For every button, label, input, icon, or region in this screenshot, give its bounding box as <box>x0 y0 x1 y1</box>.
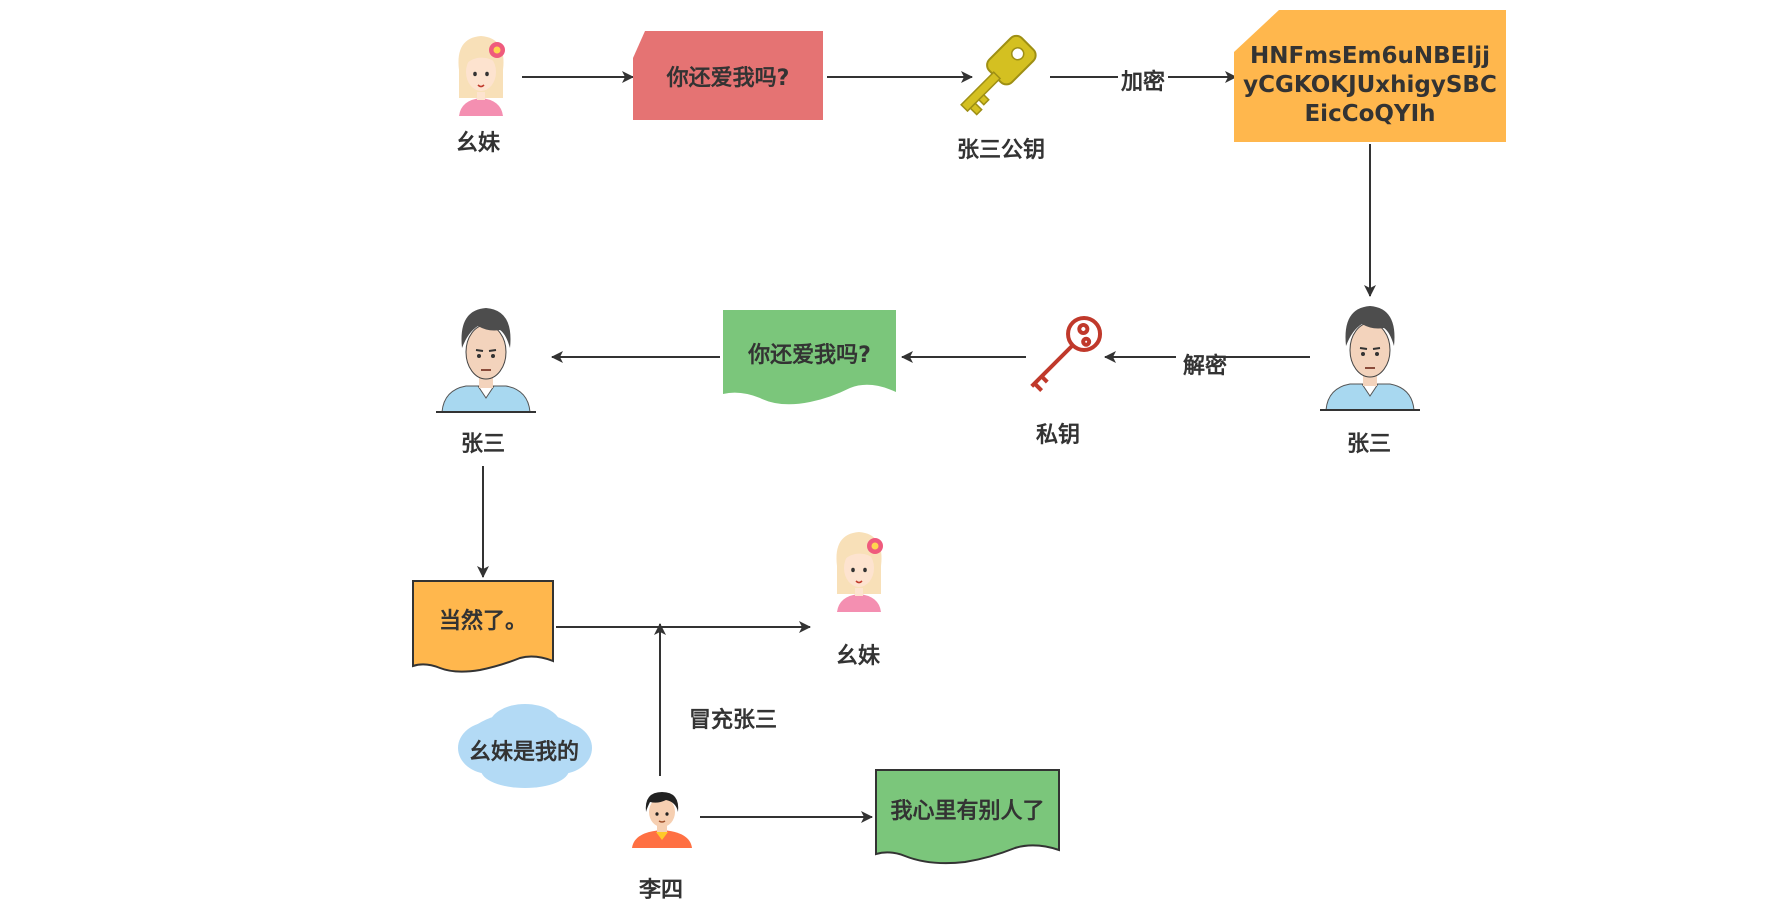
zhangsan-right-avatar <box>1319 305 1421 411</box>
reply-shape <box>412 580 554 673</box>
zhangsan-left-avatar <box>435 307 537 413</box>
message-top-text: 你还爱我吗? <box>666 65 790 91</box>
zhangsan-right-label: 张三 <box>1346 432 1392 457</box>
lisi-label: 李四 <box>638 878 684 903</box>
fake-reply-shape <box>875 769 1060 865</box>
girl-bottom-label: 幺妹 <box>835 644 881 669</box>
ciphertext-line-1: HNFmsEm6uNBEljj <box>1249 42 1491 69</box>
private-key-label: 私钥 <box>1035 423 1081 448</box>
private-key-icon <box>1030 315 1103 392</box>
zhangsan-left-label: 张三 <box>460 432 506 457</box>
thought-cloud-shape <box>458 704 592 788</box>
ciphertext-line-2: yCGKOKJUxhigySBC <box>1243 71 1497 98</box>
public-key-label: 张三公钥 <box>956 138 1046 163</box>
ciphertext-text: HNFmsEm6uNBEljj yCGKOKJUxhigySBC EicCoQY… <box>1234 38 1506 132</box>
impersonate-label: 冒充张三 <box>688 708 778 733</box>
ciphertext-line-3: EicCoQYIh <box>1304 100 1436 127</box>
thought-cloud-text: 幺妹是我的 <box>468 740 580 765</box>
message-mid-text: 你还爱我吗? <box>748 343 871 368</box>
fake-reply-text: 我心里有别人了 <box>890 799 1045 824</box>
message-top-shape <box>633 31 823 120</box>
girl-bottom-icon <box>835 531 884 613</box>
girl-top-icon <box>457 35 506 117</box>
reply-text: 当然了。 <box>438 609 527 634</box>
girl-top-label: 幺妹 <box>455 131 501 156</box>
encrypt-label: 加密 <box>1120 70 1166 95</box>
ciphertext-shape <box>1234 10 1506 142</box>
decrypt-label: 解密 <box>1182 354 1228 379</box>
message-mid-shape <box>723 310 896 405</box>
public-key-icon <box>960 34 1037 116</box>
lisi-avatar <box>631 791 693 849</box>
